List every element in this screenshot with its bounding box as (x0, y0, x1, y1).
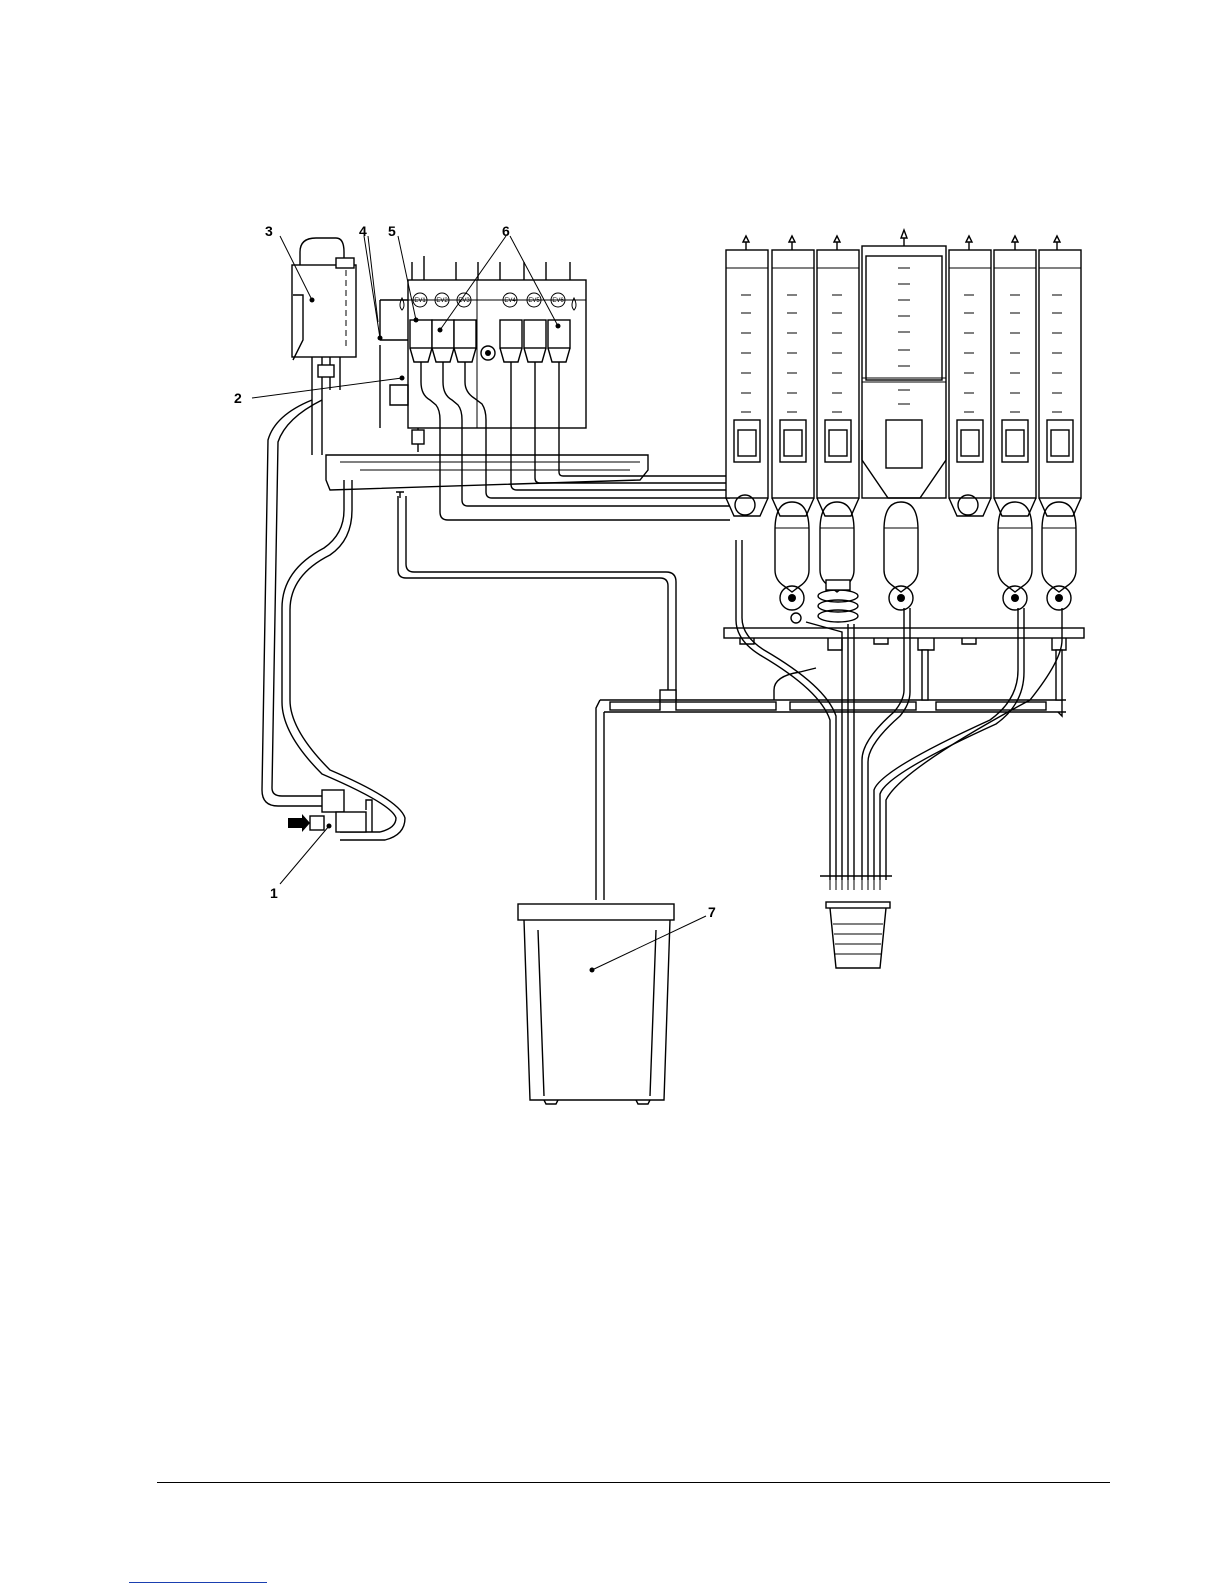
nozzle-block (820, 876, 892, 890)
ingredient-canisters (726, 230, 1081, 516)
air-break-tank (292, 238, 356, 455)
canister-3 (817, 236, 859, 516)
callout-2: 2 (234, 390, 242, 406)
callout-6: 6 (502, 223, 510, 239)
heating-coil (818, 580, 858, 622)
canister-6 (994, 236, 1036, 516)
canister-7 (1039, 236, 1081, 516)
callout-3: 3 (265, 223, 273, 239)
mixer-7 (1042, 502, 1076, 610)
canister-beans (862, 230, 946, 498)
footer-rule (157, 1482, 1110, 1483)
valve-label: EV6 (552, 298, 564, 304)
valve-label: EV5 (528, 298, 540, 304)
valve-label: EV2 (436, 298, 448, 304)
mixing-bowls (775, 502, 1076, 622)
waste-bucket (518, 904, 674, 1104)
canister-2 (772, 236, 814, 516)
inlet-fitting (310, 816, 324, 830)
callout-7: 7 (708, 904, 716, 920)
valve-manifold (380, 256, 586, 452)
valve-label: EV1 (414, 298, 426, 304)
water-inlet-system (262, 400, 405, 840)
valve-label: EV4 (504, 298, 516, 304)
canister-5 (949, 236, 991, 516)
mixer-6 (998, 502, 1032, 610)
mixer-2 (775, 502, 809, 610)
callout-4: 4 (359, 223, 367, 239)
water-inlet-arrow-icon (288, 814, 310, 832)
footer-link-underline (129, 1582, 267, 1583)
callout-5: 5 (388, 223, 396, 239)
cup (826, 902, 890, 968)
callout-1: 1 (270, 885, 278, 901)
drain-pipe (398, 496, 1066, 900)
canister-1 (726, 236, 768, 516)
brewer (884, 502, 918, 610)
drip-tray (326, 455, 648, 490)
